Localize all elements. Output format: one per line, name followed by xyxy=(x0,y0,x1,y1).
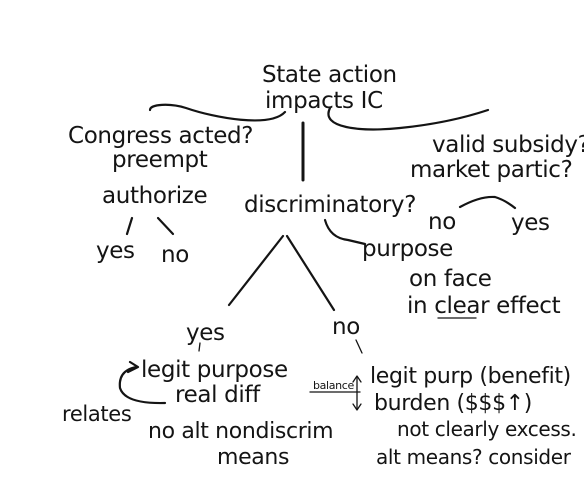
no-tick-mark xyxy=(355,339,363,354)
purpose-label: purpose xyxy=(362,236,453,262)
relates-bracket xyxy=(118,365,167,405)
no-alt-label: no alt nondiscrim xyxy=(148,419,333,444)
congress-line3: authorize xyxy=(102,183,207,209)
legit-purpose-label: legit purpose xyxy=(141,357,288,383)
clear-effect-label: in clear effect xyxy=(407,293,561,319)
root-line2: impacts IC xyxy=(265,88,383,114)
relates-label: relates xyxy=(62,402,131,426)
relates-bracket-arrowhead xyxy=(126,360,140,374)
burden-label: burden ($$$↑) xyxy=(374,391,532,416)
discriminatory-no-connector xyxy=(285,234,336,312)
subsidy-branch-connector xyxy=(458,195,517,210)
balance-arrow-down xyxy=(352,403,362,411)
not-clearly-label: not clearly excess. xyxy=(397,417,576,441)
yes-tick-mark xyxy=(198,342,201,352)
discriminatory-to-purpose-connector xyxy=(323,218,367,246)
real-diff-label: real diff xyxy=(175,382,261,408)
subsidy-yes-label: yes xyxy=(511,210,550,236)
root-to-congress-connector xyxy=(148,103,287,122)
means-label: means xyxy=(217,445,289,470)
on-face-label: on face xyxy=(409,266,492,292)
balance-label: balance xyxy=(313,379,354,392)
congress-no-label: no xyxy=(161,242,189,268)
discriminatory-yes-connector xyxy=(227,234,285,307)
congress-line2: preempt xyxy=(112,147,208,173)
no-branch-label: no xyxy=(332,314,360,340)
congress-yes-label: yes xyxy=(96,238,135,264)
subsidy-line2: market partic? xyxy=(410,157,572,183)
balance-arrow-up xyxy=(352,375,362,383)
congress-yes-connector xyxy=(125,216,134,236)
yes-branch-label: yes xyxy=(186,320,225,346)
discriminatory-label: discriminatory? xyxy=(244,192,416,218)
congress-line1: Congress acted? xyxy=(68,123,253,149)
root-line1: State action xyxy=(262,62,397,88)
root-to-subsidy-connector xyxy=(327,106,490,131)
subsidy-no-label: no xyxy=(428,209,456,235)
congress-no-connector xyxy=(156,216,175,236)
subsidy-line1: valid subsidy? xyxy=(432,132,584,158)
alt-means-label: alt means? consider xyxy=(376,445,572,469)
legit-purp-label: legit purp (benefit) xyxy=(370,364,571,389)
